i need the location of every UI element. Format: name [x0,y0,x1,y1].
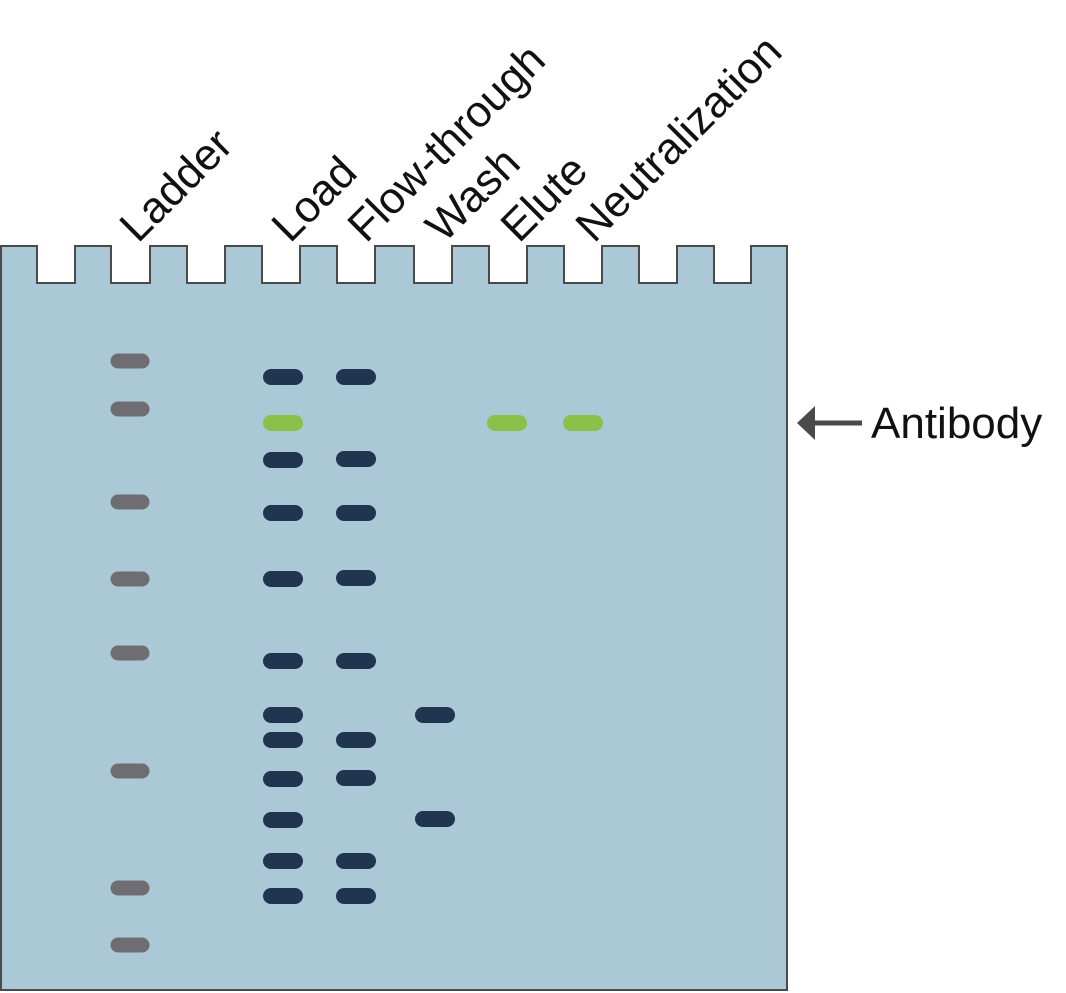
gel-slab [0,245,788,991]
lane-wash [415,707,455,827]
lane-label-load: Load [262,147,366,251]
lane-ladder [110,353,150,953]
antibody-arrow-icon [797,406,862,440]
lane-label-ladder: Ladder [110,120,242,252]
lane-load [263,369,303,904]
antibody-label: Antibody [871,399,1042,448]
lane-flow-through [336,369,376,904]
lane-label-neutralization: Neutralization [566,26,791,251]
